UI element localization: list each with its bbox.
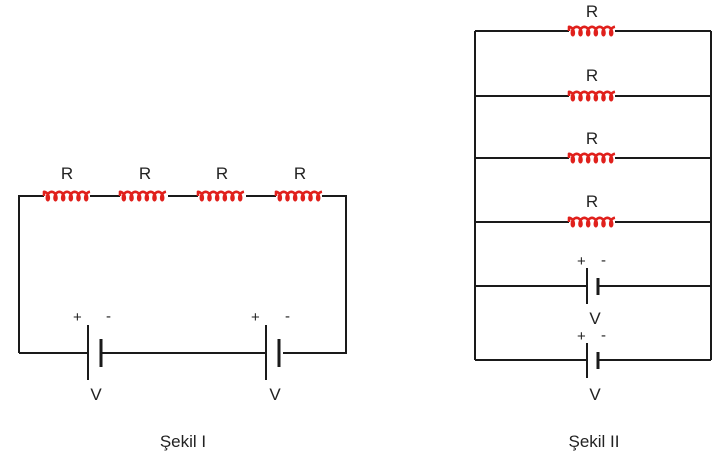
battery-voltage-label: V bbox=[90, 385, 102, 404]
resistor-symbol bbox=[196, 190, 245, 202]
resistor-symbol bbox=[118, 190, 167, 202]
figure-1-caption: Şekil I bbox=[160, 432, 206, 451]
figure-1-top-left-wire bbox=[18, 195, 44, 353]
figure-2-resistors bbox=[567, 25, 616, 228]
resistor-symbol bbox=[567, 25, 616, 37]
resistor-symbol bbox=[567, 152, 616, 164]
figure-2-resistor-labels: R R R R bbox=[586, 2, 598, 211]
battery-minus-sign: - bbox=[601, 252, 606, 269]
resistor-symbol bbox=[567, 90, 616, 102]
figure-1-battery-1 bbox=[87, 325, 103, 380]
figure-2-parallel-circuit: R R R R + - V + - V Şekil II bbox=[474, 2, 712, 451]
battery-plus-sign: + bbox=[577, 253, 586, 270]
battery-voltage-label: V bbox=[589, 385, 601, 404]
figure-2-battery-2 bbox=[586, 343, 600, 378]
resistor-label: R bbox=[586, 192, 598, 211]
resistor-label: R bbox=[216, 164, 228, 183]
figure-1-series-circuit: R R R R + - V + - V Şekil I bbox=[18, 164, 347, 451]
figure-1-resistor-labels: R R R R bbox=[61, 164, 306, 183]
battery-minus-sign: - bbox=[285, 308, 290, 325]
resistor-label: R bbox=[61, 164, 73, 183]
resistor-symbol bbox=[567, 216, 616, 228]
resistor-label: R bbox=[586, 66, 598, 85]
figure-1-wires bbox=[18, 195, 347, 354]
battery-plus-sign: + bbox=[73, 309, 82, 326]
figure-1-battery-2 bbox=[265, 325, 281, 380]
figure-2-battery-1 bbox=[586, 268, 600, 304]
resistor-symbol bbox=[42, 190, 91, 202]
resistor-symbol bbox=[274, 190, 323, 202]
figure-2-wires bbox=[474, 30, 712, 361]
battery-minus-sign: - bbox=[106, 308, 111, 325]
resistor-label: R bbox=[294, 164, 306, 183]
battery-voltage-label: V bbox=[269, 385, 281, 404]
figure-1-resistors bbox=[42, 190, 323, 202]
battery-minus-sign: - bbox=[601, 327, 606, 344]
figure-1-right-wire bbox=[283, 195, 347, 354]
resistor-label: R bbox=[586, 2, 598, 21]
battery-plus-sign: + bbox=[251, 309, 260, 326]
resistor-label: R bbox=[139, 164, 151, 183]
battery-plus-sign: + bbox=[577, 328, 586, 345]
resistor-label: R bbox=[586, 129, 598, 148]
battery-voltage-label: V bbox=[589, 309, 601, 328]
figure-2-caption: Şekil II bbox=[568, 432, 619, 451]
